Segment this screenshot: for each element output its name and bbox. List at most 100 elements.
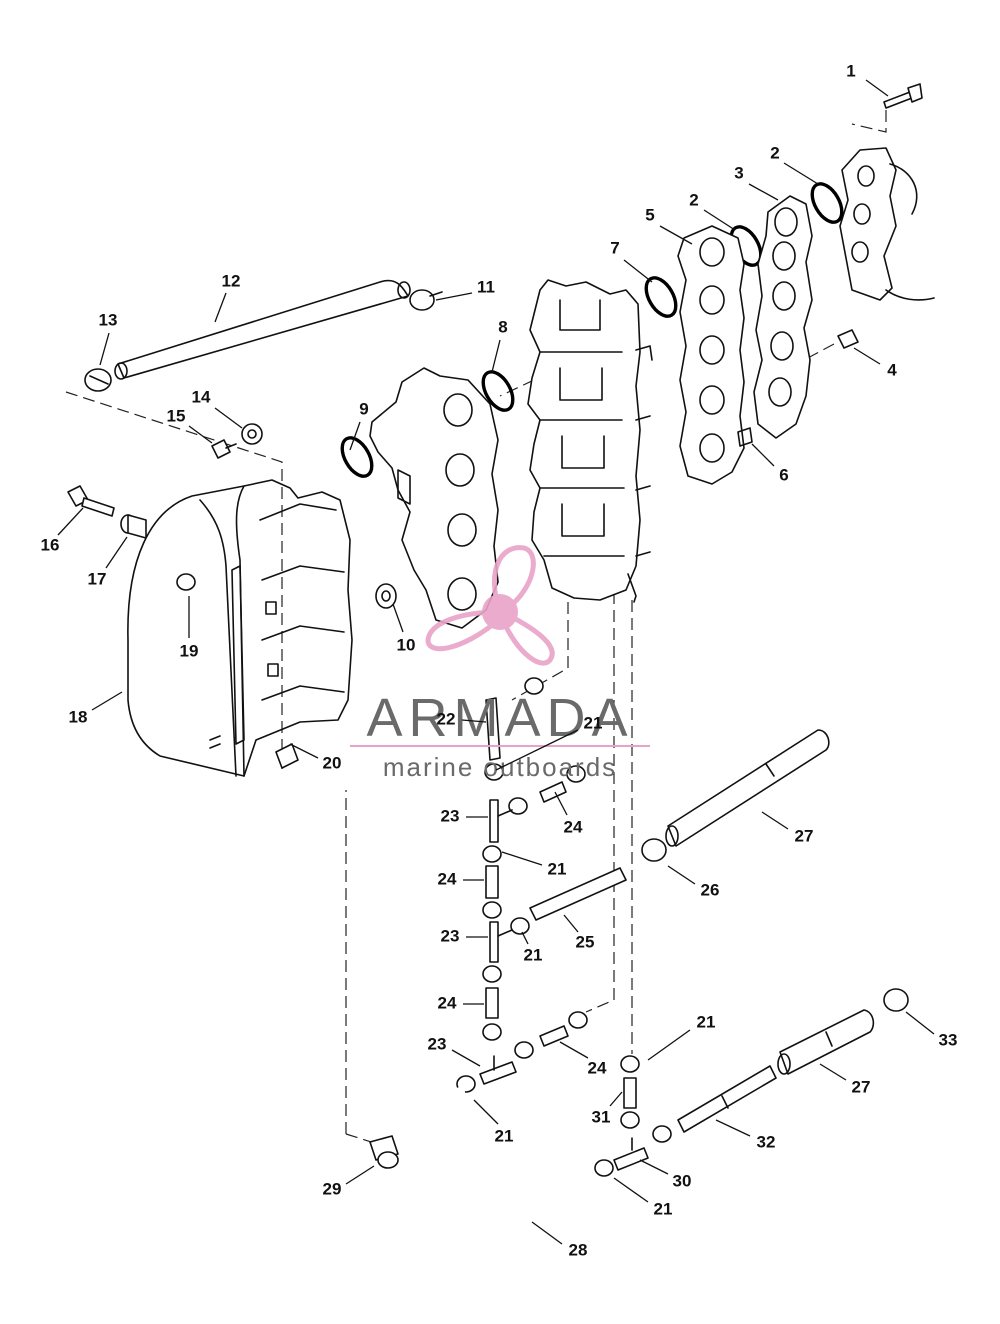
callout-c24d: 24	[559, 1041, 607, 1077]
callout-c13: 13	[99, 310, 117, 366]
short-hoses-24	[485, 781, 569, 1047]
callout-leader	[345, 1165, 375, 1185]
hose-27-upper	[665, 729, 830, 847]
vent-hose-12	[114, 279, 411, 380]
callout-number: 30	[673, 1171, 692, 1190]
callout-c28: 28	[531, 1221, 587, 1259]
callout-c21e: 21	[473, 1099, 513, 1145]
callout-c16: 16	[41, 507, 84, 554]
callout-number: 5	[645, 205, 654, 224]
tee-fittings-23	[479, 799, 517, 1085]
clip-29	[369, 1135, 399, 1169]
u-hose-28	[422, 1087, 589, 1220]
short-hose-31	[623, 1077, 637, 1109]
callout-c17: 17	[88, 536, 128, 588]
callout-c7: 7	[610, 238, 653, 283]
callout-leader	[905, 1011, 935, 1035]
callout-number: 1	[846, 61, 855, 80]
bolt-16	[67, 485, 115, 517]
callout-number: 9	[359, 399, 368, 418]
assembly-lines	[65, 110, 887, 1147]
silencer-cover-18	[127, 479, 353, 777]
grommet-10	[375, 583, 397, 609]
callout-c1: 1	[846, 61, 889, 97]
hose-22	[485, 697, 501, 761]
callout-c5: 5	[645, 205, 693, 245]
hose-32	[677, 1065, 777, 1133]
callout-number: 27	[795, 826, 814, 845]
callout-c29: 29	[323, 1165, 375, 1198]
callout-number: 15	[167, 406, 186, 425]
callout-c22: 22	[437, 709, 487, 728]
callout-leader	[559, 1041, 589, 1059]
callout-c21b: 21	[501, 851, 566, 878]
callout-leader	[461, 719, 487, 723]
callout-c23a: 23	[441, 806, 488, 825]
clamp-26	[641, 838, 667, 862]
callout-number: 19	[180, 641, 199, 660]
tee-fitting-30	[613, 1137, 649, 1171]
callout-leader	[289, 743, 319, 759]
callout-c21c: 21	[521, 931, 542, 964]
callout-leader	[451, 1049, 481, 1067]
callout-c8: 8	[491, 317, 508, 373]
hose-clamps-21	[456, 677, 672, 1177]
callout-leader	[613, 1177, 649, 1203]
stud-4	[837, 329, 859, 349]
callout-leader	[761, 811, 789, 830]
callout-c19: 19	[180, 596, 199, 660]
brand-tagline: marine outboards	[383, 752, 617, 782]
adapter-plate-5	[677, 225, 753, 485]
callout-number: 25	[576, 932, 595, 951]
callout-c33: 33	[905, 1011, 957, 1049]
callout-number: 6	[779, 465, 788, 484]
callout-number: 3	[734, 163, 743, 182]
callout-leader	[214, 292, 227, 323]
clamp-11	[409, 289, 443, 311]
callout-leader	[531, 1221, 563, 1245]
callout-leader	[748, 183, 779, 201]
callout-c18: 18	[69, 691, 123, 726]
callout-c31: 31	[592, 1091, 623, 1126]
callout-number: 31	[592, 1107, 611, 1126]
callout-number: 32	[757, 1132, 776, 1151]
manifold-plate-rear	[839, 147, 935, 301]
callout-number: 14	[192, 387, 211, 406]
callout-c27b: 27	[819, 1063, 870, 1096]
callout-number: 24	[564, 817, 583, 836]
callout-c15: 15	[167, 406, 213, 444]
o-rings	[340, 182, 844, 478]
clip-19	[176, 573, 196, 591]
callout-c10: 10	[392, 603, 416, 654]
callout-leader	[639, 1159, 669, 1175]
callout-c24a: 24	[554, 791, 583, 836]
bolt-1	[883, 83, 923, 109]
callout-leader	[501, 851, 543, 866]
callout-c2b: 2	[689, 190, 736, 231]
callout-c25: 25	[563, 914, 595, 951]
callout-c21f: 21	[613, 1177, 672, 1218]
callout-c9: 9	[349, 399, 369, 451]
callout-leader	[609, 1091, 623, 1107]
clamp-13	[84, 368, 112, 392]
callout-number: 10	[397, 635, 416, 654]
callout-c23b: 23	[441, 926, 488, 945]
callout-leader	[563, 914, 579, 933]
callout-number: 12	[222, 271, 241, 290]
callout-c11: 11	[435, 277, 495, 301]
callout-c21d: 21	[647, 1012, 715, 1061]
callout-c20: 20	[289, 743, 342, 772]
callout-number: 16	[41, 535, 60, 554]
callout-c21a: 21	[495, 713, 602, 771]
callout-c30: 30	[639, 1159, 692, 1190]
callout-number: 20	[323, 753, 342, 772]
callout-leader	[99, 332, 110, 366]
hose-25	[529, 867, 627, 921]
grommet-14	[241, 423, 263, 445]
callout-number: 24	[588, 1058, 607, 1077]
callout-c27a: 27	[761, 811, 814, 845]
callout-number: 2	[689, 190, 698, 209]
callout-number: 23	[441, 806, 460, 825]
callout-c4: 4	[853, 347, 897, 379]
